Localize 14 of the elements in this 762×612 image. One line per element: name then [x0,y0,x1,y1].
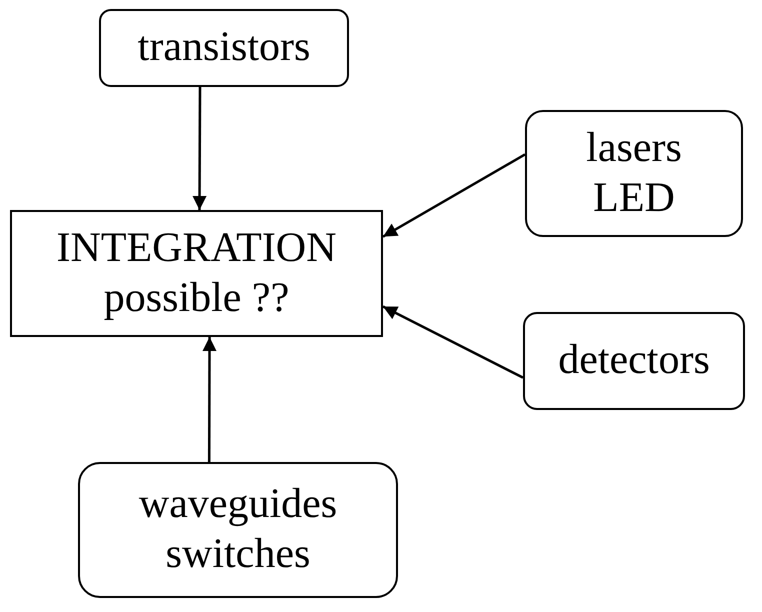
rounded-box [99,9,349,87]
rounded-box [525,110,743,237]
rounded-box [523,312,745,410]
arrow [382,305,524,379]
node-label: transistors [138,23,310,72]
arrow [192,87,207,210]
arrow [202,337,217,462]
node-label: INTEGRATION possible ?? [56,224,338,322]
process-box [10,210,383,337]
node-label: detectors [558,336,710,386]
arrow [382,153,526,238]
node-label: waveguides switches [138,480,338,579]
node-label: lasers LED [585,124,683,222]
rounded-box [78,462,398,598]
